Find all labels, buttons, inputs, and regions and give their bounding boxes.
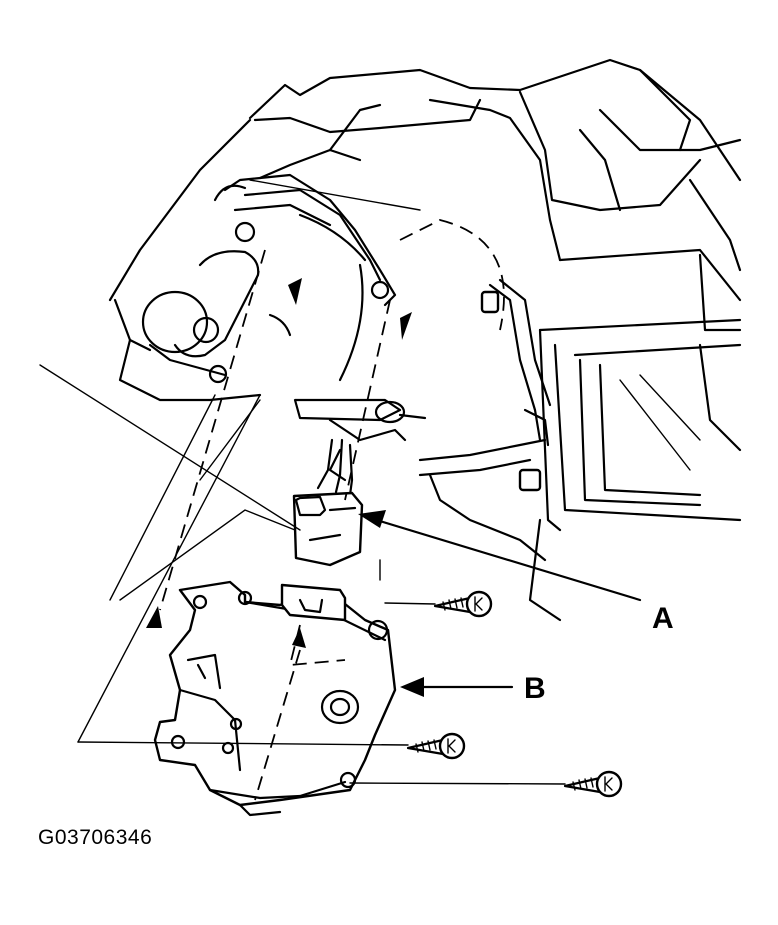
actuator-b	[153, 580, 397, 817]
arrow-icon	[146, 278, 412, 648]
air-duct-frame	[528, 318, 742, 622]
harness-routing	[418, 278, 552, 562]
leader-b	[400, 677, 514, 697]
assembly-guide-lines	[39, 179, 421, 743]
heater-unit-housing	[108, 58, 742, 402]
callout-a: A	[652, 602, 674, 635]
connector-a	[292, 438, 364, 567]
mounting-bracket	[293, 398, 427, 482]
screw-icon	[563, 770, 623, 798]
screw-icon	[406, 732, 466, 760]
callout-b: B	[524, 672, 546, 705]
door-linkage-assembly	[128, 103, 397, 384]
screw-alignment-lines	[77, 602, 566, 785]
leader-a	[358, 510, 642, 602]
screw-icon	[433, 590, 493, 618]
figure-id: G03706346	[38, 826, 153, 849]
